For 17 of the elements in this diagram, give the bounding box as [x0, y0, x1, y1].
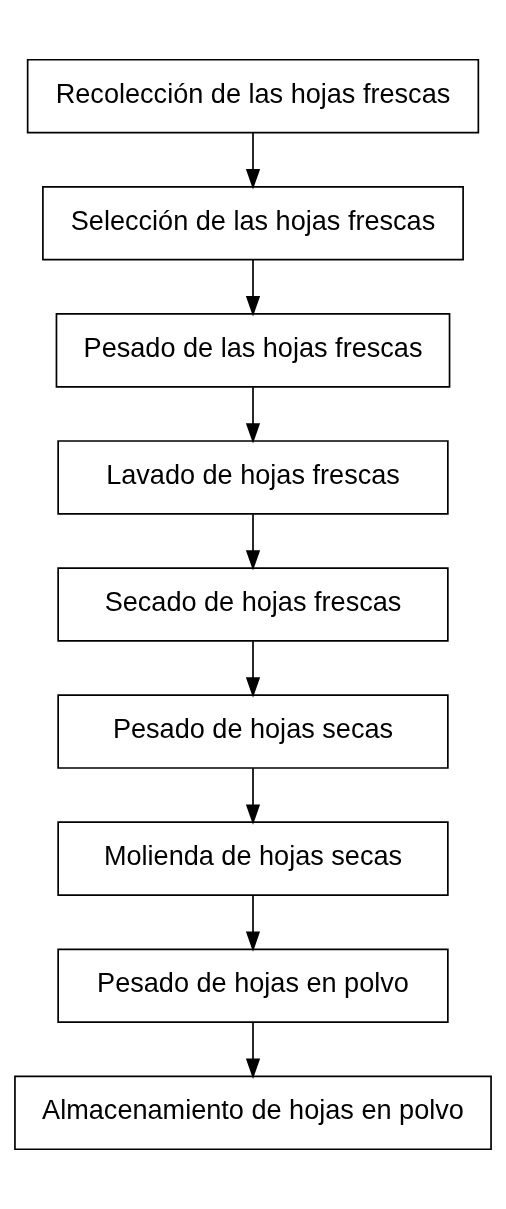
node-box: Secado de hojas frescas	[57, 567, 449, 642]
arrow	[245, 259, 261, 317]
arrow	[245, 132, 261, 190]
node-box: Pesado de las hojas frescas	[55, 313, 451, 388]
arrow	[245, 386, 261, 444]
arrow	[245, 894, 261, 952]
arrow	[245, 640, 261, 698]
arrow	[245, 767, 261, 825]
node-box: Lavado de hojas frescas	[57, 440, 449, 515]
node-box: Pesado de hojas secas	[57, 694, 449, 769]
arrow	[245, 513, 261, 571]
node-box: Selección de las hojas frescas	[42, 186, 464, 261]
node-box: Almacenamiento de hojas en polvo	[14, 1075, 492, 1151]
arrow	[245, 1021, 261, 1079]
node-box: Recolección de las hojas frescas	[26, 58, 480, 134]
node-box: Pesado de hojas en polvo	[57, 948, 449, 1023]
node-box: Molienda de hojas secas	[57, 821, 449, 896]
